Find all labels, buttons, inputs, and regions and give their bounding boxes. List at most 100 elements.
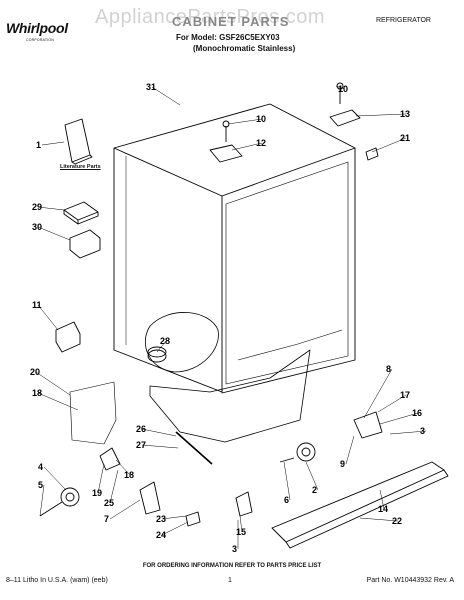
part-callout-10: 10 <box>338 84 348 94</box>
top-hinge-12 <box>209 144 243 163</box>
litho-info: 8–11 Litho In U.S.A. (wam) (eeb) <box>6 577 108 584</box>
water-valve <box>55 321 81 353</box>
brand-name: Whirlpool <box>6 20 68 36</box>
literature-booklet <box>64 118 91 163</box>
brand-subtitle: CORPORATION <box>26 38 54 42</box>
finish-line: (Monochromatic Stainless) <box>193 44 296 53</box>
part-callout-29: 29 <box>32 202 42 212</box>
part-callout-17: 17 <box>400 390 410 400</box>
callout-leader <box>231 142 263 151</box>
part-callout-21: 21 <box>400 133 410 143</box>
part-callout-13: 13 <box>400 109 410 119</box>
callout-leader <box>389 430 427 435</box>
callout-leader <box>97 463 105 494</box>
cabinet-outline <box>113 103 356 394</box>
drain-opening <box>145 312 219 373</box>
callout-leader <box>37 226 71 241</box>
callout-leader <box>37 392 79 411</box>
part-callout-11: 11 <box>32 300 42 310</box>
drain-cup <box>147 349 167 363</box>
part-callout-30: 30 <box>32 222 42 232</box>
callout-leader <box>141 444 179 449</box>
callout-leader <box>335 85 345 90</box>
part-callout-31: 31 <box>146 82 156 92</box>
cabinet-inner-floor <box>237 329 343 361</box>
part-callout-19: 19 <box>92 488 102 498</box>
callout-leader <box>345 435 355 465</box>
cabinet-inner-opening <box>225 161 349 385</box>
cabinet-rear-bracket <box>69 381 117 445</box>
model-line: For Model: GSF26C5EXY03 <box>176 33 280 42</box>
callout-leader <box>239 515 243 533</box>
part-callout-24: 24 <box>156 530 166 540</box>
page-title: CABINET PARTS <box>172 14 290 29</box>
callout-leader <box>359 517 399 522</box>
callout-leader <box>161 515 187 520</box>
part-callout-12: 12 <box>256 138 266 148</box>
callout-leader <box>39 484 45 517</box>
category-label: REFRIGERATOR <box>376 17 431 24</box>
part-callout-9: 9 <box>340 459 345 469</box>
top-hinge-13 <box>329 109 361 127</box>
part-callout-8: 8 <box>386 364 391 374</box>
hinge-cap-21 <box>365 147 379 161</box>
callout-leader <box>41 141 65 146</box>
callout-leader <box>43 466 67 491</box>
part-callout-14: 14 <box>378 504 388 514</box>
callout-leader <box>305 461 319 491</box>
ordering-note: FOR ORDERING INFORMATION REFER TO PARTS … <box>142 563 322 569</box>
part-callout-4: 4 <box>38 462 43 472</box>
part-callout-28: 28 <box>160 336 170 346</box>
callout-leader <box>161 521 189 536</box>
callout-leader <box>37 304 59 331</box>
page-number: 1 <box>228 577 232 584</box>
part-callout-7: 7 <box>104 514 109 524</box>
watermark: AppliancePartsPros.com <box>95 6 325 28</box>
literature-parts-label: Literature Parts <box>60 164 101 170</box>
bolt-5 <box>39 501 63 517</box>
part-callout-1: 1 <box>36 140 41 150</box>
tube-26 <box>175 431 213 465</box>
callout-leader <box>363 368 393 419</box>
callout-leader <box>355 113 407 117</box>
part-callout-16: 16 <box>412 408 422 418</box>
callout-leader <box>151 86 181 106</box>
part-callout-10: 10 <box>256 114 266 124</box>
part-callout-5: 5 <box>38 480 43 490</box>
bolt-6 <box>279 457 295 463</box>
callout-leader <box>37 206 65 211</box>
part-callout-15: 15 <box>236 527 246 537</box>
part-callout-26: 26 <box>136 424 146 434</box>
part-callout-6: 6 <box>284 495 289 505</box>
callout-leader <box>141 428 177 437</box>
part-callout-20: 20 <box>30 367 40 377</box>
roller-2 <box>296 442 316 462</box>
bracket-7 <box>139 481 161 515</box>
callout-leader <box>283 461 291 501</box>
callout-leader <box>379 412 419 425</box>
part-callout-23: 23 <box>156 514 166 524</box>
relay-box <box>69 229 101 259</box>
clip-24 <box>185 511 201 527</box>
callout-leader <box>109 499 141 520</box>
roller-4 <box>60 487 80 507</box>
part-callout-3: 3 <box>420 426 425 436</box>
callout-leader <box>379 489 385 510</box>
callout-leader <box>156 340 167 353</box>
callout-leader <box>109 469 119 504</box>
base-panel <box>149 349 311 443</box>
part-callout-18: 18 <box>124 470 134 480</box>
part-callout-22: 22 <box>392 516 402 526</box>
callout-leader <box>35 371 71 396</box>
part-callout-27: 27 <box>136 440 146 450</box>
part-callout-3: 3 <box>232 544 237 554</box>
callout-leader <box>227 118 263 125</box>
clip-19 <box>99 447 121 471</box>
callout-leader <box>371 137 407 153</box>
whirlpool-logo: Whirlpool CORPORATION <box>6 12 68 44</box>
part-callout-2: 2 <box>312 485 317 495</box>
callout-leader <box>377 394 407 413</box>
